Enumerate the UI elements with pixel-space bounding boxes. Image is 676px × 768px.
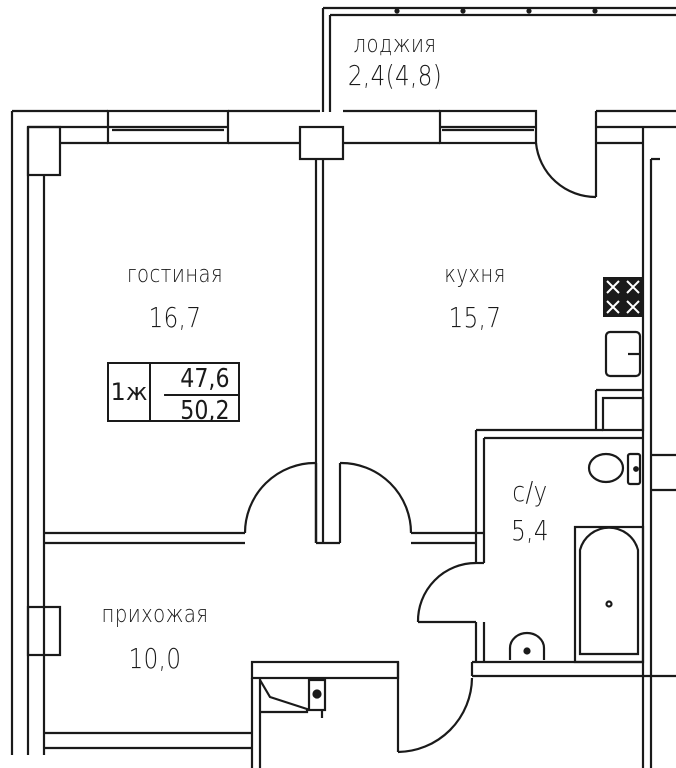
bathtub-icon bbox=[573, 525, 645, 664]
total-area-value: 50,2 bbox=[180, 396, 230, 426]
outer-wall-top bbox=[12, 109, 676, 768]
living-room-label: гостиная bbox=[126, 260, 224, 288]
kitchen-door-arc bbox=[339, 461, 413, 534]
living-area-value: 47,6 bbox=[164, 364, 238, 396]
loggia-door-arc bbox=[534, 142, 597, 199]
outer-wall-left bbox=[10, 111, 62, 755]
washbasin-icon bbox=[508, 631, 546, 660]
hallway-label: прихожая bbox=[101, 600, 209, 628]
stove-icon bbox=[603, 277, 643, 317]
entrance-door-arc bbox=[397, 677, 474, 754]
loggia-label: лоджия bbox=[353, 30, 437, 58]
bathroom-area: 5,4 bbox=[511, 514, 549, 547]
bathroom-label: с/у bbox=[512, 475, 548, 508]
kitchen-area: 15,7 bbox=[448, 301, 502, 334]
bathroom-door-arc bbox=[416, 561, 477, 623]
kitchen-label: кухня bbox=[444, 260, 506, 288]
living-room-door-arc bbox=[243, 461, 317, 534]
toilet-icon bbox=[587, 452, 642, 486]
utility-cabinet-icon bbox=[259, 678, 327, 718]
apartment-type: 1ж bbox=[109, 364, 151, 420]
loggia-outline bbox=[321, 6, 676, 112]
partition-living-kitchen bbox=[314, 159, 342, 545]
hallway-area: 10,0 bbox=[128, 642, 182, 675]
apartment-summary-table: 1ж 47,6 50,2 bbox=[107, 362, 240, 426]
living-room-area: 16,7 bbox=[148, 301, 202, 334]
loggia-area: 2,4(4,8) bbox=[347, 59, 443, 92]
